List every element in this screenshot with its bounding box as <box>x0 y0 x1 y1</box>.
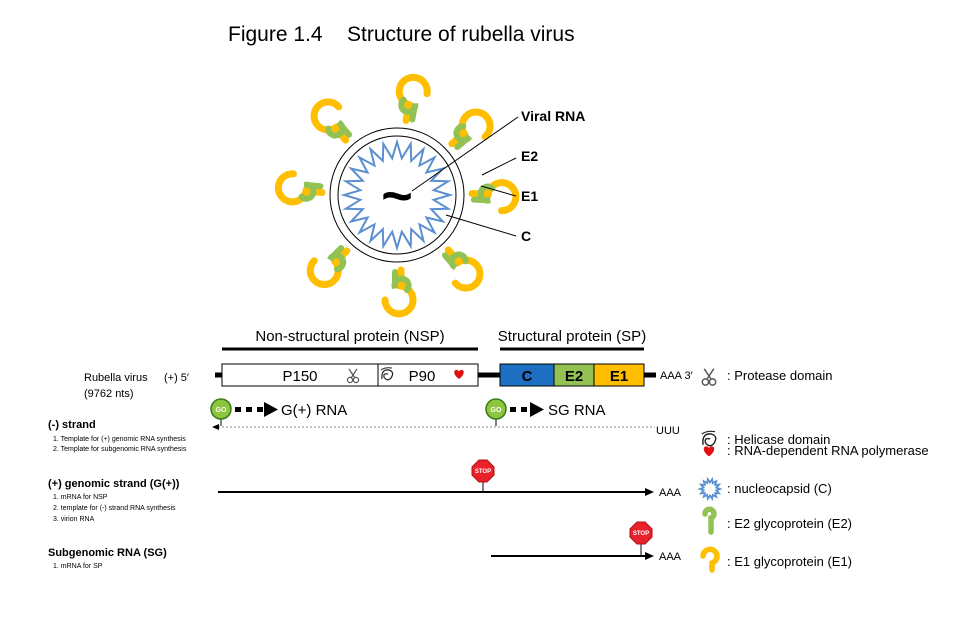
leader-viral-rna <box>411 116 519 192</box>
dash <box>246 407 252 412</box>
virion-diagram: ~ Viral RNA E2 E1 C <box>277 75 585 314</box>
helicase-icon <box>701 430 717 447</box>
sp-header: Structural protein (SP) <box>498 328 646 345</box>
e2-glycoprotein-icon <box>702 506 717 535</box>
spike-e1-e2 <box>472 182 517 212</box>
nsp-header: Non-structural protein (NSP) <box>255 328 444 345</box>
viral-rna-symbol: ~ <box>381 166 413 226</box>
leader-e2 <box>481 157 517 176</box>
legend-e2: : E2 glycoprotein (E2) <box>727 516 852 531</box>
label-viral-rna: Viral RNA <box>521 108 585 124</box>
e1-label: E1 <box>610 368 628 385</box>
minus-strand-arrow <box>212 424 219 430</box>
plus-strand-title: (+) genomic strand (G(+)) <box>48 478 180 490</box>
virus-strand: (+) 5′ <box>164 372 189 384</box>
uuu-label: UUU <box>656 425 680 437</box>
spike-e1-e2 <box>308 96 358 148</box>
inner-membrane <box>337 135 457 255</box>
stop-label: STOP <box>475 469 491 475</box>
spike-e1-e2 <box>385 270 413 314</box>
leader-e1 <box>480 185 517 197</box>
dash <box>257 407 263 412</box>
go-label: GO <box>491 407 502 414</box>
dash <box>510 407 516 412</box>
stop-sign-subgenomic: STOP <box>629 521 653 556</box>
go-sign-subgenomic: GO <box>485 398 507 426</box>
aaa-label: AAA <box>659 487 682 499</box>
minus-strand-title: (-) strand <box>48 419 96 431</box>
subgenomic-arrow <box>645 552 654 560</box>
figure-title: Structure of rubella virus <box>347 23 575 46</box>
sg-rna-label: SG RNA <box>548 402 606 419</box>
legend-nucleocapsid: : nucleocapsid (C) <box>727 481 832 496</box>
minus-strand-note-1: 1. Template for (+) genomic RNA synthesi… <box>53 436 186 443</box>
virus-length: (9762 nts) <box>84 388 134 400</box>
nucleocapsid-star <box>340 138 454 252</box>
go-label: GO <box>216 407 227 414</box>
label-c: C <box>521 228 531 244</box>
subgenomic-title: Subgenomic RNA (SG) <box>48 547 167 559</box>
legend-rdrp: : RNA-dependent RNA polymerase <box>727 443 929 458</box>
p90-label: P90 <box>409 368 436 385</box>
figure-label: Figure 1.4 <box>228 23 323 46</box>
p150-label: P150 <box>282 368 317 385</box>
outer-membrane <box>329 127 465 263</box>
subgenomic-note-1: 1. mRNA for SP <box>53 563 103 570</box>
label-e2: E2 <box>521 148 538 164</box>
spike-e1-e2 <box>304 240 355 291</box>
label-e1: E1 <box>521 188 538 204</box>
rdrp-heart-icon <box>703 446 715 457</box>
virus-name: Rubella virus <box>84 372 148 384</box>
spike-e1-e2 <box>394 75 429 123</box>
c-label: C <box>522 368 533 385</box>
legend: : Protease domain : Helicase domain : RN… <box>697 368 929 573</box>
stop-sign-genomic: STOP <box>471 459 495 492</box>
minus-strand-note-2: 2. Template for subgenomic RNA synthesis <box>53 446 187 453</box>
spike-e1-e2 <box>436 242 486 294</box>
e1-glycoprotein-icon <box>700 546 720 573</box>
leader-c <box>445 214 517 237</box>
go-sign-genomic: GO <box>210 398 232 426</box>
plus-strand-note-1: 1. mRNA for NSP <box>53 494 108 501</box>
plus-strand-arrow <box>645 488 654 496</box>
stop-label: STOP <box>633 531 649 537</box>
poly-a-tail: AAA 3′ <box>660 370 693 382</box>
spike-e1-e2 <box>444 106 496 156</box>
protease-scissors-icon <box>701 368 717 386</box>
dash <box>521 407 527 412</box>
nucleocapsid-icon <box>697 476 723 502</box>
e2-label: E2 <box>565 368 583 385</box>
plus-strand-note-2: 2. template for (-) strand RNA synthesis <box>53 505 176 512</box>
arrow-head <box>264 402 278 417</box>
legend-e1: : E1 glycoprotein (E1) <box>727 554 852 569</box>
dash <box>235 407 241 412</box>
plus-strand-note-3: 3. virion RNA <box>53 516 95 523</box>
spike-e1-e2 <box>277 173 323 205</box>
g-rna-label: G(+) RNA <box>281 402 347 419</box>
arrow-head <box>530 402 544 417</box>
aaa-label: AAA <box>659 551 682 563</box>
legend-helicase: : Helicase domain <box>727 432 830 447</box>
legend-protease: : Protease domain <box>727 368 833 383</box>
